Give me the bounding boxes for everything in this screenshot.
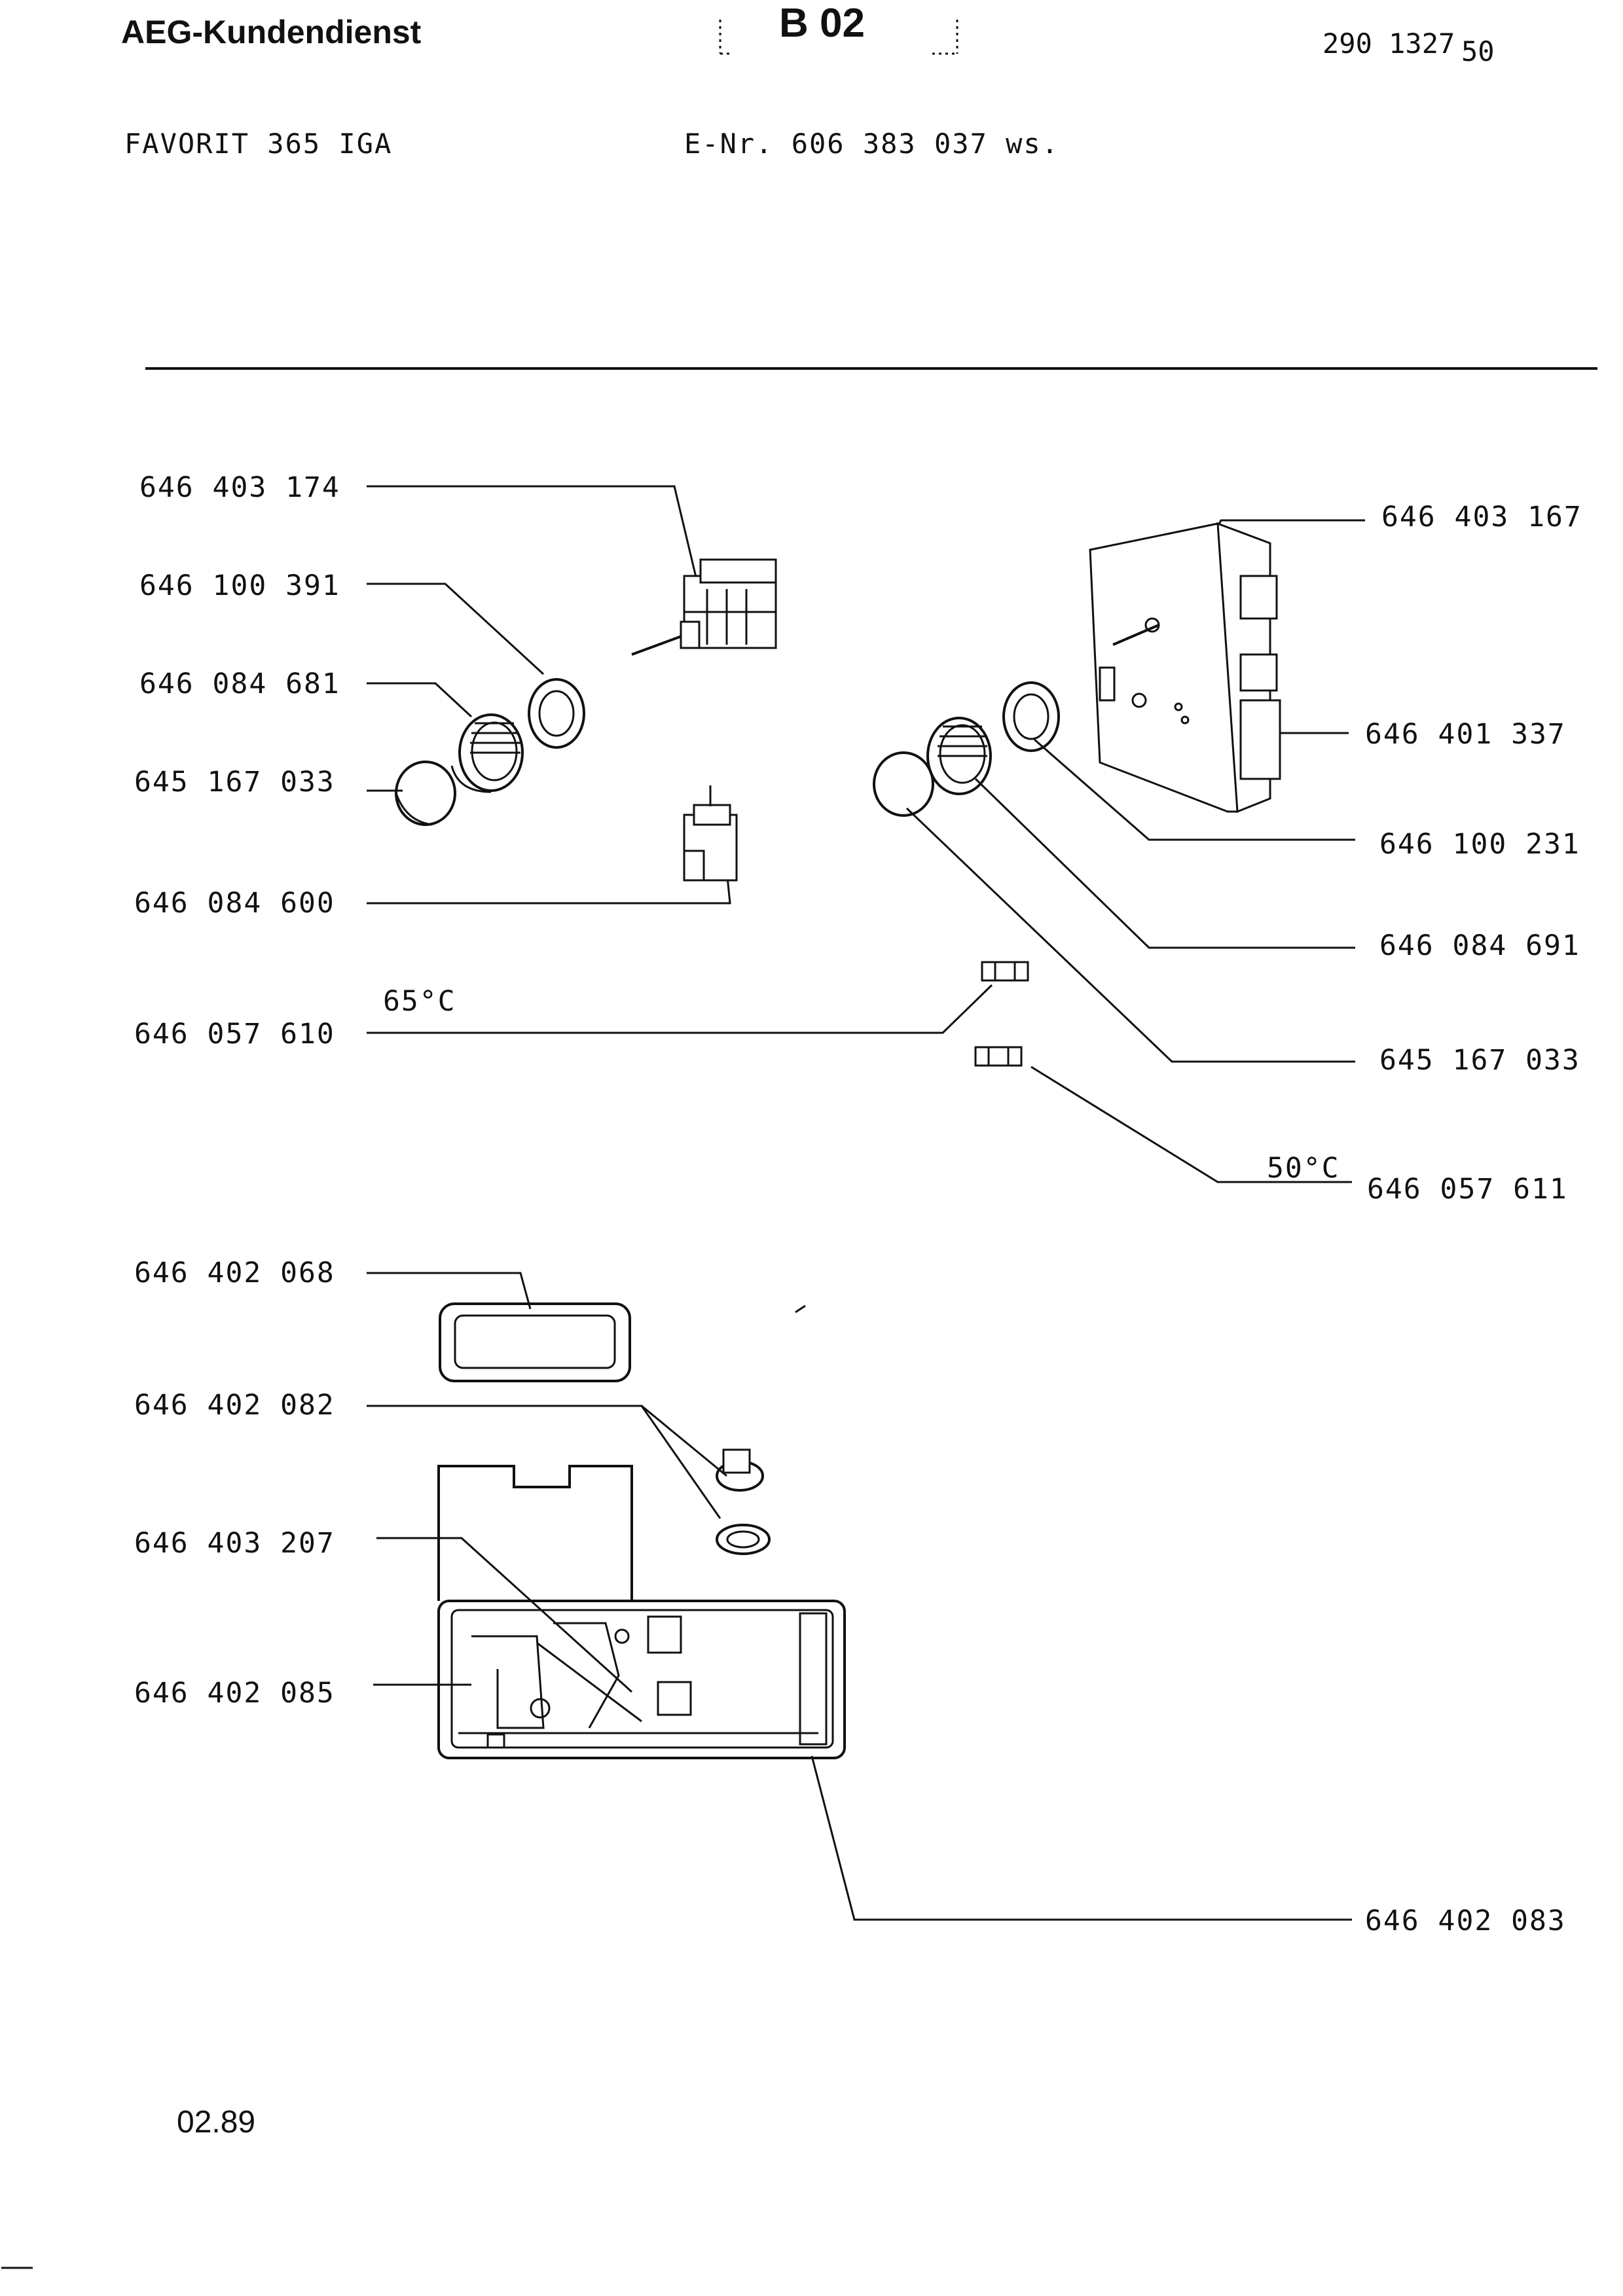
leader-7 bbox=[367, 1272, 532, 1310]
part-number-646100391: 646 100 391 bbox=[139, 569, 340, 602]
program-timer bbox=[1089, 522, 1281, 814]
leader-6 bbox=[367, 984, 993, 1034]
leader-1 bbox=[367, 485, 699, 583]
part-number-646403207: 646 403 207 bbox=[134, 1527, 335, 1560]
ring-right bbox=[1002, 681, 1060, 752]
document-number: 290 1327 bbox=[1322, 27, 1455, 60]
leader-13 bbox=[1034, 738, 1355, 841]
indicator-frame bbox=[439, 1302, 631, 1382]
issue-date: 02.89 bbox=[177, 2105, 256, 2140]
e-number: E-Nr. 606 383 037 ws. bbox=[684, 128, 1060, 160]
leader-16 bbox=[1030, 1066, 1352, 1183]
leader-15 bbox=[905, 807, 1355, 1063]
knob-left bbox=[450, 713, 524, 793]
temp-65: 65°C bbox=[383, 985, 456, 1018]
ring-left bbox=[528, 678, 585, 749]
part-number-645167033-right: 645 167 033 bbox=[1379, 1044, 1580, 1077]
leader-2 bbox=[367, 583, 545, 675]
part-number-646057611: 646 057 611 bbox=[1367, 1173, 1568, 1206]
page-code-marks bbox=[719, 20, 958, 55]
page-code: B 02 bbox=[779, 1, 865, 46]
leader-8b bbox=[640, 1405, 721, 1519]
knob-right bbox=[926, 717, 992, 795]
thermostat-65 bbox=[981, 961, 1029, 982]
model-name: FAVORIT 365 IGA bbox=[124, 128, 393, 160]
leader-3 bbox=[367, 682, 473, 718]
part-number-646402083: 646 402 083 bbox=[1365, 1905, 1566, 1937]
part-number-646403167: 646 403 167 bbox=[1381, 501, 1582, 533]
part-number-646057610: 646 057 610 bbox=[134, 1018, 335, 1050]
scan-specks bbox=[1, 1304, 806, 2269]
microswitch bbox=[683, 785, 738, 882]
leader-9 bbox=[376, 1537, 633, 1693]
leader-14 bbox=[974, 778, 1355, 949]
small-knob bbox=[716, 1448, 764, 1492]
leader-8a bbox=[367, 1405, 727, 1477]
rotary-switch bbox=[631, 558, 777, 656]
part-number-646084691: 646 084 691 bbox=[1379, 929, 1580, 962]
part-number-646403174: 646 403 174 bbox=[139, 471, 340, 504]
document-suffix: 50 bbox=[1461, 35, 1495, 67]
cap-right bbox=[873, 751, 934, 817]
temp-50: 50°C bbox=[1267, 1152, 1340, 1185]
company-name: AEG-Kundendienst bbox=[121, 14, 422, 50]
part-number-645167033-left: 645 167 033 bbox=[134, 766, 335, 798]
cap-left bbox=[395, 761, 456, 826]
part-number-646100231: 646 100 231 bbox=[1379, 828, 1580, 861]
control-housing bbox=[437, 1465, 846, 1759]
leader-17 bbox=[811, 1755, 1352, 1921]
part-number-646402068: 646 402 068 bbox=[134, 1257, 335, 1289]
part-number-646084600: 646 084 600 bbox=[134, 887, 335, 920]
leader-lines bbox=[367, 485, 1365, 1921]
leader-5 bbox=[367, 870, 731, 905]
part-number-646402082: 646 402 082 bbox=[134, 1389, 335, 1422]
thermostat-50 bbox=[974, 1046, 1023, 1067]
small-ring bbox=[716, 1524, 771, 1555]
part-number-646084681: 646 084 681 bbox=[139, 668, 340, 700]
part-number-646402085: 646 402 085 bbox=[134, 1677, 335, 1710]
part-number-646401337: 646 401 337 bbox=[1365, 718, 1566, 751]
